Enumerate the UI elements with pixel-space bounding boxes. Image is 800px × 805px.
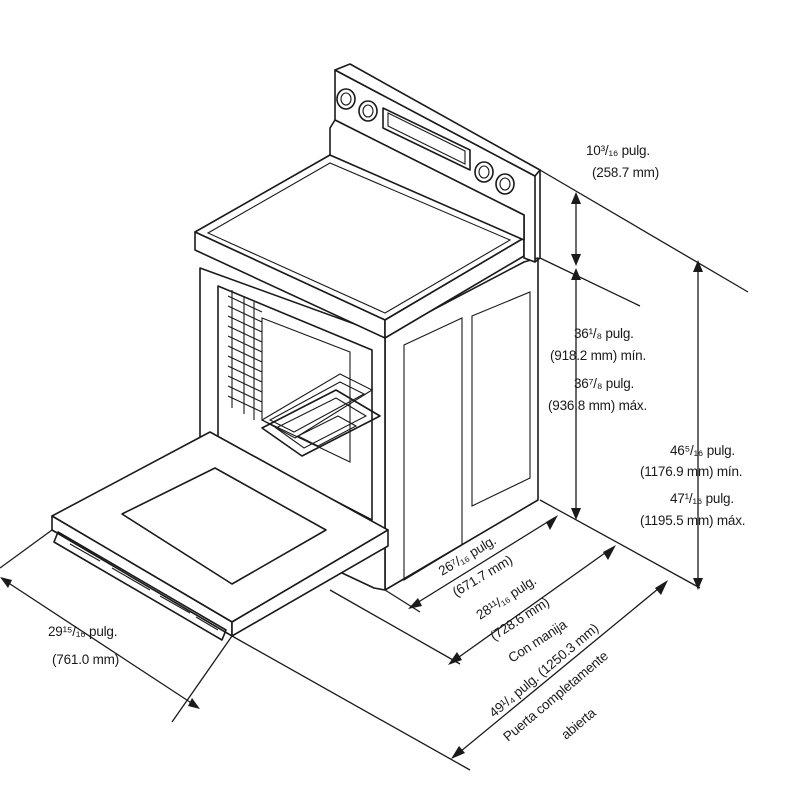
label-backguard-height-metric: (258.7 mm) [592,165,659,180]
oven-door-window [121,467,327,585]
label-cooktop-height-min-imperial: 36¹/₈ pulg. [574,326,634,341]
dimension-lines [0,169,749,771]
label-width-metric: (761.0 mm) [52,652,119,667]
oven-rack-guides [227,290,263,420]
dim-width-line [3,579,197,707]
range-illustration [51,63,541,641]
label-overall-height-min-imperial: 46⁵/₁₆ pulg. [670,443,735,458]
label-overall-height-max-metric: (1195.5 mm) máx. [640,513,745,528]
label-depth-door-open-note-2: abierta [558,705,599,743]
control-knobs-left [336,88,378,122]
control-knobs-right [474,161,515,195]
label-cooktop-height-max-metric: (936.8 mm) máx. [548,398,647,413]
control-display [382,107,471,171]
oven-tray [261,389,381,457]
dim-depth-body-line [411,517,555,607]
label-cooktop-height-min-metric: (918.2 mm) mín. [550,348,646,363]
oven-door-handle [53,531,227,641]
label-overall-height-min-metric: (1176.9 mm) mín. [640,464,742,479]
oven-cavity [217,285,373,521]
label-width-imperial: 29¹⁵/₁₆ pulg. [48,624,117,639]
label-backguard-height-imperial: 10³/₁₆ pulg. [586,143,650,158]
dim-depth-handle-line [451,547,613,663]
label-cooktop-height-max-imperial: 36⁷/₈ pulg. [574,376,634,391]
dim-depth-door-open-line [454,583,665,757]
oven-rack [260,373,374,439]
label-overall-height-max-imperial: 47¹/₁₆ pulg. [670,491,734,506]
